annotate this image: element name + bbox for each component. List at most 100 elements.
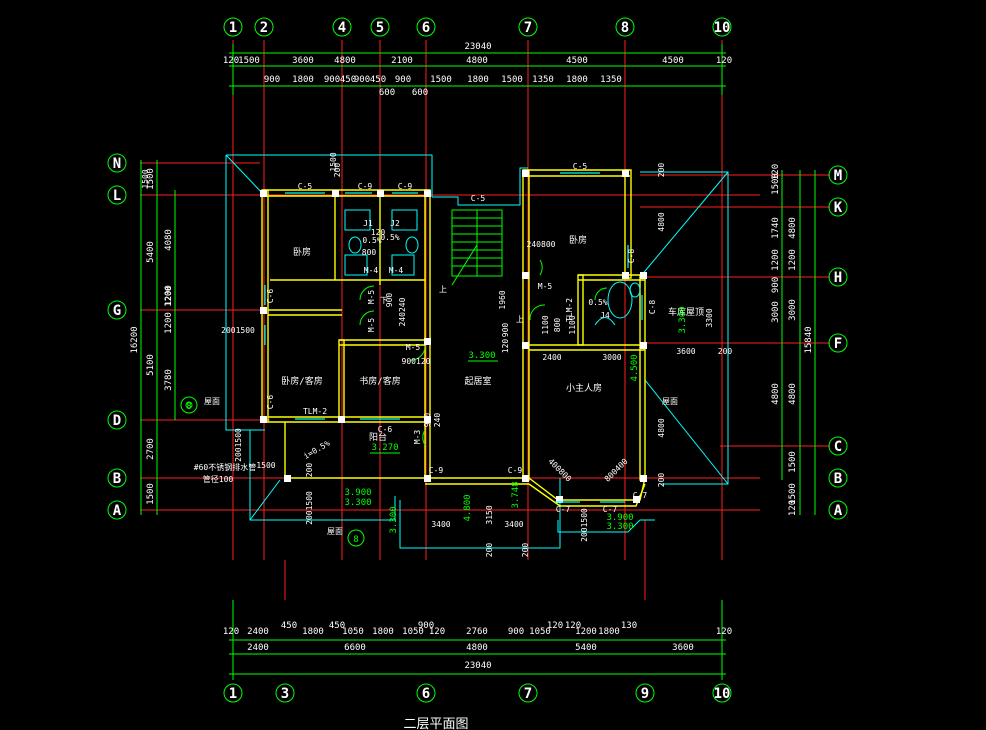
code-c9: C-9 <box>398 182 413 191</box>
code-c6: C-6 <box>378 425 393 434</box>
room-bedroom-d: 卧房 <box>569 234 587 246</box>
interior-dim: 200 <box>333 163 342 178</box>
dim-top-r2: 900 <box>264 75 280 85</box>
dim-left-r1: 5400 <box>146 241 156 263</box>
interior-dim: 2001500 <box>221 326 255 335</box>
axis-bottom-7: 7 <box>524 686 532 702</box>
axis-right-f: F <box>834 336 842 352</box>
dim-top-r1: 4800 <box>466 56 488 66</box>
dim-right-r2: 4800 <box>788 217 798 239</box>
interior-dim: 120 <box>501 339 510 354</box>
axis-top-10: 10 <box>714 20 731 36</box>
code-c7: C-7 <box>556 505 571 514</box>
axis-left-d: D <box>113 413 121 429</box>
dim-top-r2: 1500 <box>501 75 523 85</box>
axis-bubble-labels: 1 2 4 5 6 7 8 10 1 3 6 7 9 10 N L G D B … <box>113 20 843 702</box>
axis-left-b: B <box>113 471 121 487</box>
code-tlm2: TLM-2 <box>565 298 574 322</box>
dim-right-r1: 120 <box>771 164 781 180</box>
level-marks: 3.300 3.270 3.300 4.500 3.900 3.300 3.30… <box>344 306 688 533</box>
code-c7: C-7 <box>633 491 648 500</box>
axis-top-8: 8 <box>621 20 629 36</box>
dim-top-r3: 600 <box>379 88 395 98</box>
axis-left-l: L <box>113 188 121 204</box>
dim-right-r1: 900 <box>771 277 781 293</box>
interior-dim: 120 <box>371 228 386 237</box>
interior-dim: 4800 <box>657 418 666 437</box>
code-c6: C-6 <box>266 289 275 304</box>
dim-bottom-r2: 4800 <box>466 643 488 653</box>
dim-top-r2: 900 <box>324 75 340 85</box>
dim-right-r1: 1500 <box>788 451 798 473</box>
axis-top-4: 4 <box>338 20 346 36</box>
dim-bottom-r1: 900 <box>508 627 524 637</box>
axis-left-g: G <box>113 303 121 319</box>
level-mark: 3.300 <box>678 306 688 333</box>
interior-dim: 1200 <box>164 286 173 305</box>
dim-right-r1: 3000 <box>771 301 781 323</box>
dim-right-r1: 1500 <box>771 173 781 195</box>
dim-top-r1: 4800 <box>334 56 356 66</box>
axis-bottom-10: 10 <box>714 686 731 702</box>
room-bedroom-b: 卧房/客房 <box>281 375 322 387</box>
code-j1: J1 <box>363 219 373 228</box>
dim-left-r1: 1500 <box>146 168 156 190</box>
code-m5: M-5 <box>406 343 421 352</box>
roof-note: 屋面 <box>662 397 678 406</box>
dim-bottom-r1: 1800 <box>372 627 394 637</box>
axis-right-k: K <box>834 200 843 216</box>
dim-left-r2: 1200 <box>164 285 174 307</box>
dim-left-r1: 2700 <box>146 438 156 460</box>
dim-left-total: 16200 <box>130 326 140 353</box>
code-m5: M-5 <box>367 318 376 333</box>
level-mark: 3.270 <box>371 443 398 453</box>
dim-bottom-total: 23040 <box>464 661 491 671</box>
dim-left-r2: 1200 <box>164 312 174 334</box>
code-c9: C-9 <box>429 466 444 475</box>
axis-top-1: 1 <box>229 20 237 36</box>
interior-dim: 200 <box>485 543 494 558</box>
dim-right-total: 15840 <box>804 326 814 353</box>
dim-right-r1: 1200 <box>771 249 781 271</box>
interior-dim: 3300 <box>705 308 714 327</box>
dim-right-r1: 120 <box>788 500 798 516</box>
dim-right-r1: 4800 <box>788 383 798 405</box>
interior-dim: 2001500 <box>580 508 589 542</box>
stair-up-note: 上 <box>516 315 524 324</box>
bath-fixtures <box>344 209 641 326</box>
dimension-lines <box>140 44 816 680</box>
dim-bottom-r1: 120 <box>223 627 239 637</box>
interior-dim: 1960 <box>498 290 507 309</box>
dim-top-r3: 600 <box>412 88 428 98</box>
level-mark: 3.300 <box>389 506 399 533</box>
dim-top-r2: 450 <box>370 75 386 85</box>
dim-top-r2: 900 <box>395 75 411 85</box>
axis-bottom-1: 1 <box>229 686 237 702</box>
dim-bottom-r1: 450 <box>281 621 297 631</box>
interior-dim: 1100 <box>541 315 550 334</box>
dim-bottom-r1: 120 <box>716 627 732 637</box>
dim-top-r2: 1350 <box>532 75 554 85</box>
interior-dim: 3600 <box>676 347 695 356</box>
columns <box>260 170 647 503</box>
interior-dim: 240 <box>433 413 442 428</box>
code-m5: M-5 <box>538 282 553 291</box>
room-living: 起居室 <box>464 375 491 387</box>
dimension-text-left: 16200 1500 5400 5100 2700 1500 4080 1200… <box>130 168 174 505</box>
axis-top-2: 2 <box>260 20 268 36</box>
axis-right-h: H <box>834 270 842 286</box>
interior-dim: 3400 <box>504 520 523 529</box>
dim-bottom-r1: 130 <box>621 621 637 631</box>
axis-left-a: A <box>113 503 122 519</box>
dim-bottom-r1: 2400 <box>247 627 269 637</box>
dim-top-r2: 1800 <box>467 75 489 85</box>
dim-top-r1: 4500 <box>566 56 588 66</box>
dim-bottom-r1: 120 <box>565 621 581 631</box>
level-mark: 3.900 <box>344 488 371 498</box>
code-c9: C-9 <box>508 466 523 475</box>
interior-dim: 900 <box>385 293 394 308</box>
level-mark: 3.748 <box>511 481 521 508</box>
dim-top-r2: 900 <box>354 75 370 85</box>
interior-dim: 200 <box>521 543 530 558</box>
